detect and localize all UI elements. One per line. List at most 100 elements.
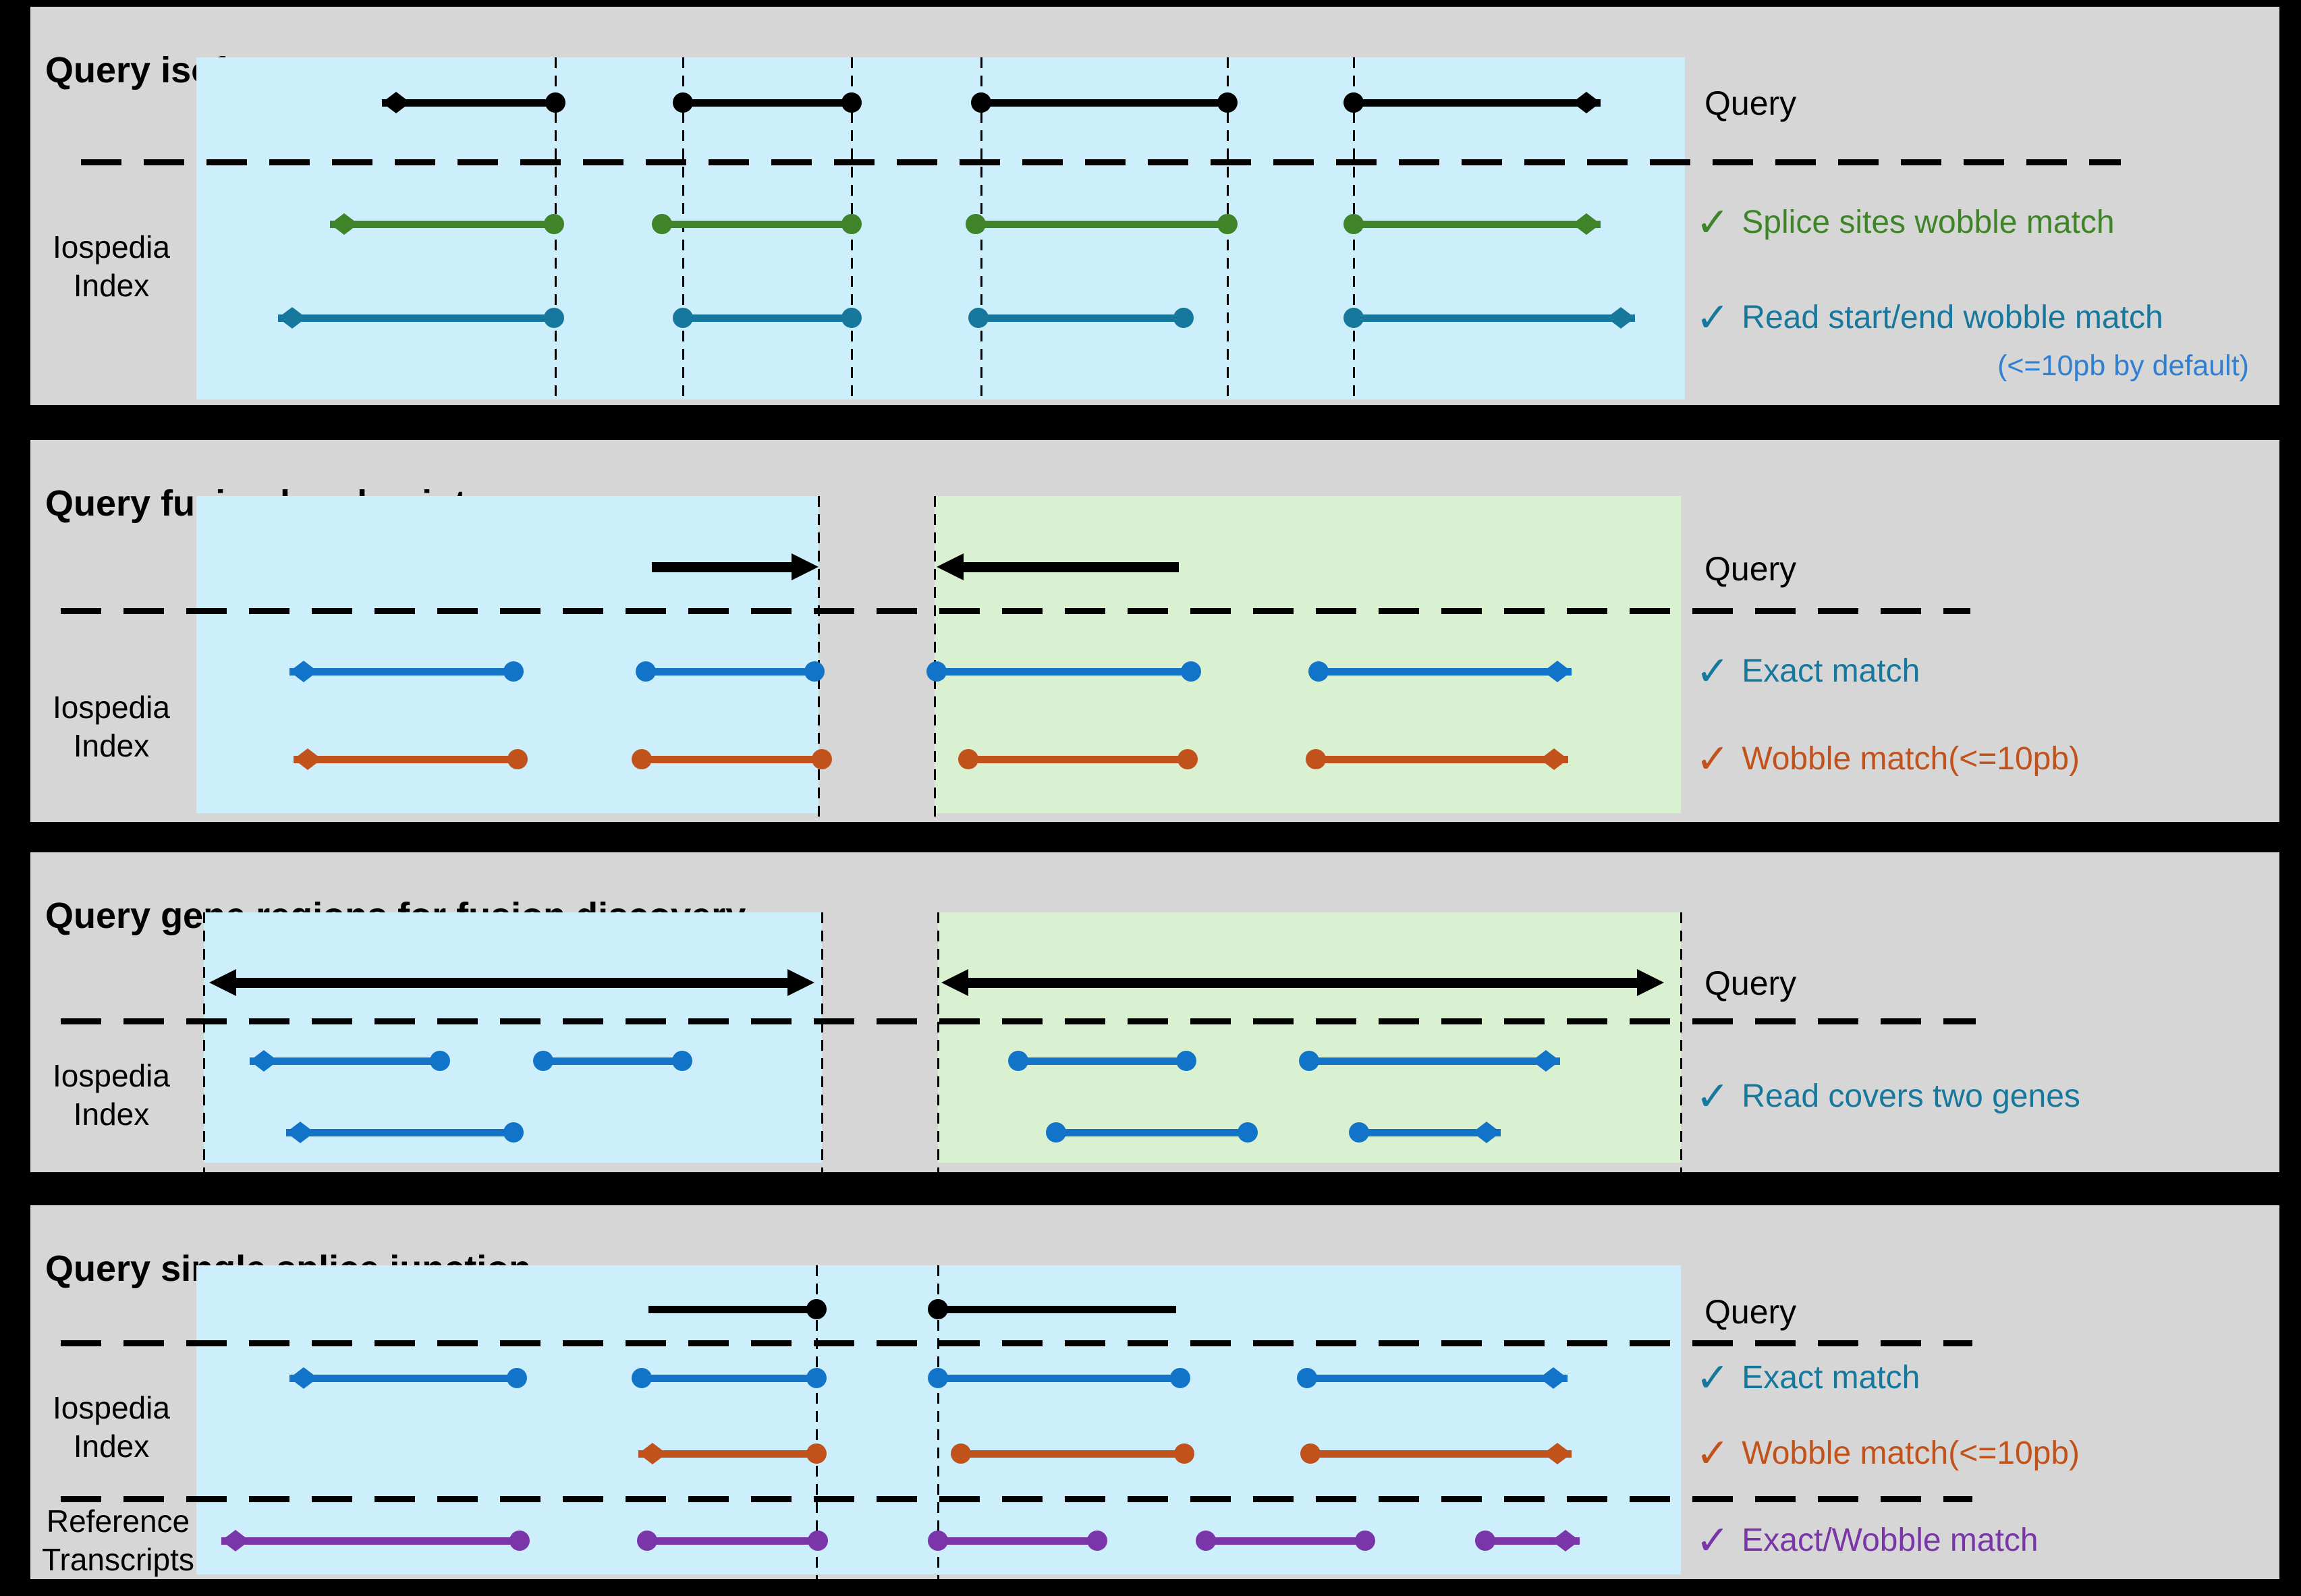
- gene-region-box: [196, 496, 819, 813]
- read-start-dot: [1008, 1051, 1028, 1071]
- read-start-dot: [926, 661, 947, 682]
- reference-transcripts-label-line1: Reference: [46, 1504, 190, 1539]
- read-start-dot: [951, 1443, 971, 1464]
- read-end-dot: [806, 1368, 827, 1388]
- read-line: [646, 667, 814, 676]
- read-line: [647, 1537, 818, 1545]
- legend-text: Exact/Wobble match: [1742, 1522, 2039, 1558]
- read-line: [642, 1374, 816, 1382]
- exon-boundary-dashed-line: [816, 1265, 818, 1579]
- read-end-dot: [1177, 749, 1198, 769]
- read-start-dot: [1196, 1531, 1216, 1551]
- read-line: [543, 1057, 682, 1065]
- query-label: Query: [1704, 84, 1797, 122]
- read-start-dot: [533, 1051, 553, 1071]
- read-start-dot: [673, 308, 693, 328]
- legend-read-covers-two-genes: ✓ Read covers two genes: [1696, 1075, 2080, 1118]
- read-line: [1354, 99, 1601, 107]
- read-line: [642, 755, 822, 763]
- exon-boundary-dashed-line: [203, 912, 205, 1172]
- read-end-dot: [1181, 661, 1201, 682]
- exon-boundary-dashed-line: [818, 496, 820, 822]
- read-line: [938, 1374, 1180, 1382]
- read-line: [683, 314, 852, 322]
- read-line: [221, 1537, 520, 1545]
- exon-boundary-dashed-line: [934, 496, 936, 822]
- arrow-line: [232, 977, 792, 988]
- read-end-dot: [808, 1531, 828, 1551]
- legend-read-start-end-wobble: ✓ Read start/end wobble match: [1696, 296, 2163, 339]
- read-start-dot: [966, 214, 986, 234]
- read-end-dot: [1174, 1443, 1194, 1464]
- iospedia-index-label-line2: Index: [73, 1429, 150, 1464]
- gene-region-box: [938, 912, 1681, 1163]
- exon-boundary-dashed-line: [937, 912, 939, 1172]
- read-line: [938, 1537, 1097, 1545]
- arrow-line: [652, 561, 796, 572]
- legend-wobble-match: ✓ Wobble match(<=10pb): [1696, 738, 2080, 781]
- check-icon: ✓: [1696, 1074, 1730, 1119]
- legend-text: Splice sites wobble match: [1742, 204, 2115, 240]
- read-end-dot: [1238, 1122, 1258, 1143]
- check-icon: ✓: [1696, 649, 1730, 694]
- exon-boundary-dashed-line: [937, 1265, 939, 1579]
- read-line: [978, 314, 1184, 322]
- read-start-dot: [928, 1531, 948, 1551]
- read-start-dot: [1306, 749, 1326, 769]
- query-label: Query: [1704, 550, 1797, 588]
- read-line: [1206, 1537, 1365, 1545]
- read-end-dot: [1170, 1368, 1190, 1388]
- exon-boundary-dashed-line: [1680, 912, 1682, 1172]
- read-line: [976, 220, 1227, 228]
- separator-dashed-line: [61, 1496, 1972, 1502]
- read-line: [289, 1374, 517, 1382]
- read-start-dot: [632, 749, 652, 769]
- read-start-dot: [632, 1368, 652, 1388]
- separator-dashed-line: [61, 1018, 1976, 1024]
- panel-query-single-splice-junction: Query single splice junction Gene A Quer…: [30, 1205, 2279, 1579]
- arrow-line: [960, 561, 1179, 572]
- read-line: [1319, 667, 1572, 676]
- check-icon: ✓: [1696, 1518, 1730, 1563]
- read-end-dot: [841, 308, 862, 328]
- iospedia-index-label-line1: Iospedia: [53, 1058, 170, 1093]
- read-end-dot: [806, 1443, 827, 1464]
- legend-wobble-match: ✓ Wobble match(<=10pb): [1696, 1432, 2080, 1475]
- read-end-dot: [812, 749, 832, 769]
- read-end-dot: [1355, 1531, 1375, 1551]
- read-end-dot: [544, 308, 564, 328]
- read-start-dot: [971, 92, 991, 113]
- legend-exact-wobble-match: ✓ Exact/Wobble match: [1696, 1519, 2039, 1562]
- iospedia-index-label-line1: Iospedia: [53, 229, 170, 265]
- read-line: [1359, 1128, 1501, 1136]
- panel-query-fusion-breakpoints: Query fusion breakpoints Gene A Gene B Q…: [30, 440, 2279, 822]
- read-line: [648, 1305, 816, 1313]
- read-end-dot: [841, 214, 862, 234]
- read-end-dot: [430, 1051, 450, 1071]
- read-start-dot: [1046, 1122, 1066, 1143]
- read-start-dot: [928, 1368, 948, 1388]
- read-line: [278, 314, 554, 322]
- legend-text: Read covers two genes: [1742, 1078, 2080, 1114]
- read-line: [1307, 1374, 1568, 1382]
- read-end-dot: [1217, 92, 1238, 113]
- read-end-dot: [1176, 1051, 1196, 1071]
- read-line: [1018, 1057, 1186, 1065]
- legend-text: Wobble match(<=10pb): [1742, 1435, 2080, 1471]
- read-start-dot: [958, 749, 978, 769]
- check-icon: ✓: [1696, 200, 1730, 245]
- read-start-dot: [928, 1299, 948, 1319]
- read-line: [638, 1450, 816, 1458]
- read-end-dot: [1173, 308, 1194, 328]
- read-line: [286, 1128, 514, 1136]
- iospedia-index-label-line2: Index: [73, 728, 150, 763]
- read-start-dot: [1300, 1443, 1321, 1464]
- read-start-dot: [1308, 661, 1329, 682]
- legend-text: Read start/end wobble match: [1742, 300, 2163, 335]
- read-start-dot: [636, 661, 656, 682]
- read-end-dot: [507, 749, 528, 769]
- read-end-dot: [503, 1122, 524, 1143]
- gene-region-box: [204, 912, 822, 1163]
- panel-query-isoform: Query isoform Gene A Query Iospedia Inde…: [30, 7, 2279, 405]
- read-start-dot: [968, 308, 989, 328]
